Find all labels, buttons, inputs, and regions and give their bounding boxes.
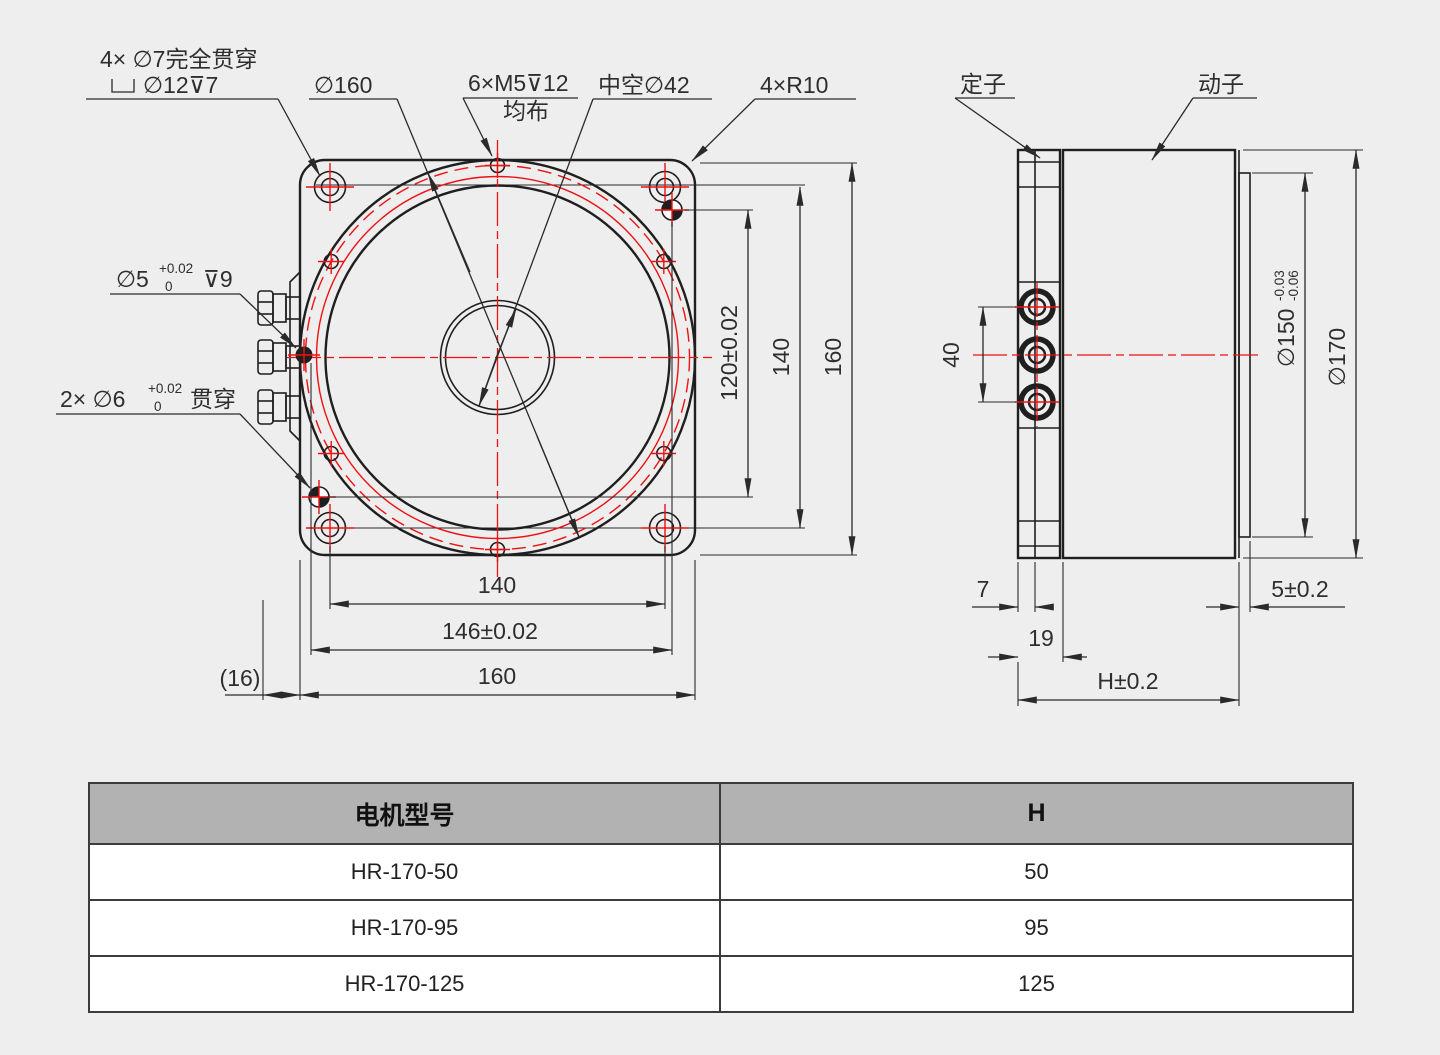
dim-text: (16) bbox=[220, 665, 261, 691]
callout-text: 6×M5⊽12 bbox=[468, 70, 569, 96]
dim-150: ∅150 -0.03 -0.06 bbox=[1252, 172, 1313, 538]
spec-table: 电机型号 H HR-170-50 50 HR-170-95 95 HR-170-… bbox=[88, 782, 1354, 1013]
dim-text: 160 bbox=[820, 338, 846, 376]
dim-text: 146±0.02 bbox=[442, 618, 538, 644]
dim-text: 7 bbox=[977, 576, 990, 602]
callout-text: ∅12⊽7 bbox=[143, 72, 218, 98]
callout-hollow: 中空∅42 bbox=[478, 72, 712, 407]
table-row: HR-170-50 50 bbox=[88, 843, 1354, 901]
label-text: 定子 bbox=[960, 71, 1006, 97]
callout-corner-radius: 4×R10 bbox=[691, 72, 856, 162]
dim-140-vertical: 140 bbox=[768, 186, 804, 529]
label-mover: 动子 bbox=[1151, 71, 1257, 161]
callout-text: 中空∅42 bbox=[598, 72, 690, 98]
counterbore-icon bbox=[111, 79, 135, 93]
tolerance-lower: 0 bbox=[154, 399, 162, 414]
dim-text: 140 bbox=[478, 572, 516, 598]
table-header-model: 电机型号 bbox=[88, 782, 721, 845]
pin-hole-5 bbox=[288, 339, 320, 371]
dim-19: 19 bbox=[988, 562, 1087, 662]
dim-text: 40 bbox=[938, 342, 964, 368]
dim-40: 40 bbox=[938, 306, 1016, 403]
callout-text: 4× ∅7完全贯穿 bbox=[100, 46, 257, 72]
drawing-views: 4× ∅7完全贯穿 ∅12⊽7 ∅160 6×M5⊽12 均布 中空∅42 bbox=[56, 46, 1363, 706]
h-cell: 50 bbox=[719, 843, 1354, 901]
dim-140-bottom: 140 bbox=[329, 546, 666, 609]
callout-text: ∅5 bbox=[116, 266, 149, 292]
label-text: 动子 bbox=[1198, 71, 1244, 97]
dim-text: H±0.2 bbox=[1097, 668, 1158, 694]
side-view: 定子 动子 40 ∅150 -0.03 -0.06 bbox=[938, 71, 1363, 706]
dim-h: H±0.2 bbox=[1017, 612, 1240, 706]
dim-5: 5±0.2 bbox=[1206, 541, 1345, 612]
dim-7: 7 bbox=[972, 562, 1054, 612]
dim-120: 120±0.02 bbox=[327, 209, 753, 498]
tolerance-lower: -0.06 bbox=[1286, 270, 1301, 301]
callout-text: 4×R10 bbox=[760, 72, 828, 98]
dim-160-vertical: 160 bbox=[700, 162, 857, 556]
callout-text: ⊽9 bbox=[203, 266, 233, 292]
table-row: HR-170-95 95 bbox=[88, 899, 1354, 957]
table-row: HR-170-125 125 bbox=[88, 955, 1354, 1013]
dim-170: ∅170 bbox=[1243, 149, 1363, 559]
dim-text: ∅170 bbox=[1324, 328, 1350, 386]
callout-pin5: ∅5 +0.02 0 ⊽9 bbox=[110, 261, 297, 349]
cable-gland bbox=[257, 290, 301, 326]
dim-146: 146±0.02 bbox=[310, 222, 673, 655]
model-cell: HR-170-50 bbox=[88, 843, 721, 901]
dim-text: 120±0.02 bbox=[716, 305, 742, 401]
tolerance-upper: +0.02 bbox=[159, 261, 193, 276]
callout-m5: 6×M5⊽12 均布 bbox=[462, 70, 578, 157]
tolerance-upper: -0.03 bbox=[1272, 270, 1287, 301]
table-header-h: H bbox=[719, 782, 1354, 845]
dim-text: 5±0.2 bbox=[1271, 576, 1328, 602]
dim-text: ∅150 bbox=[1273, 309, 1299, 367]
cable-gland bbox=[257, 389, 301, 425]
callout-pin6: 2× ∅6 +0.02 0 贯穿 bbox=[56, 381, 311, 489]
dim-16: (16) bbox=[220, 600, 301, 700]
model-cell: HR-170-95 bbox=[88, 899, 721, 957]
spec-table-header-row: 电机型号 H bbox=[88, 782, 1354, 845]
h-cell: 125 bbox=[719, 955, 1354, 1013]
dim-160-bottom: 160 bbox=[299, 560, 696, 700]
callout-outer-diameter: ∅160 bbox=[309, 72, 580, 538]
callout-text: 2× ∅6 bbox=[60, 386, 125, 412]
dim-text: 19 bbox=[1028, 625, 1054, 651]
label-stator: 定子 bbox=[954, 71, 1041, 159]
tolerance-upper: +0.02 bbox=[148, 381, 182, 396]
mover-body bbox=[1061, 148, 1251, 560]
tolerance-lower: 0 bbox=[165, 279, 173, 294]
dim-text: 140 bbox=[768, 338, 794, 376]
model-cell: HR-170-125 bbox=[88, 955, 721, 1013]
dim-text: 160 bbox=[478, 663, 516, 689]
pin-hole-6-top-right bbox=[655, 193, 689, 227]
callout-text: 贯穿 bbox=[190, 386, 236, 412]
callout-corner-holes: 4× ∅7完全贯穿 ∅12⊽7 bbox=[86, 46, 321, 177]
connector-bracket bbox=[257, 271, 301, 442]
front-view: 4× ∅7完全贯穿 ∅12⊽7 ∅160 6×M5⊽12 均布 中空∅42 bbox=[56, 46, 857, 700]
callout-text: ∅160 bbox=[314, 72, 372, 98]
h-cell: 95 bbox=[719, 899, 1354, 957]
callout-text: 均布 bbox=[503, 98, 549, 124]
